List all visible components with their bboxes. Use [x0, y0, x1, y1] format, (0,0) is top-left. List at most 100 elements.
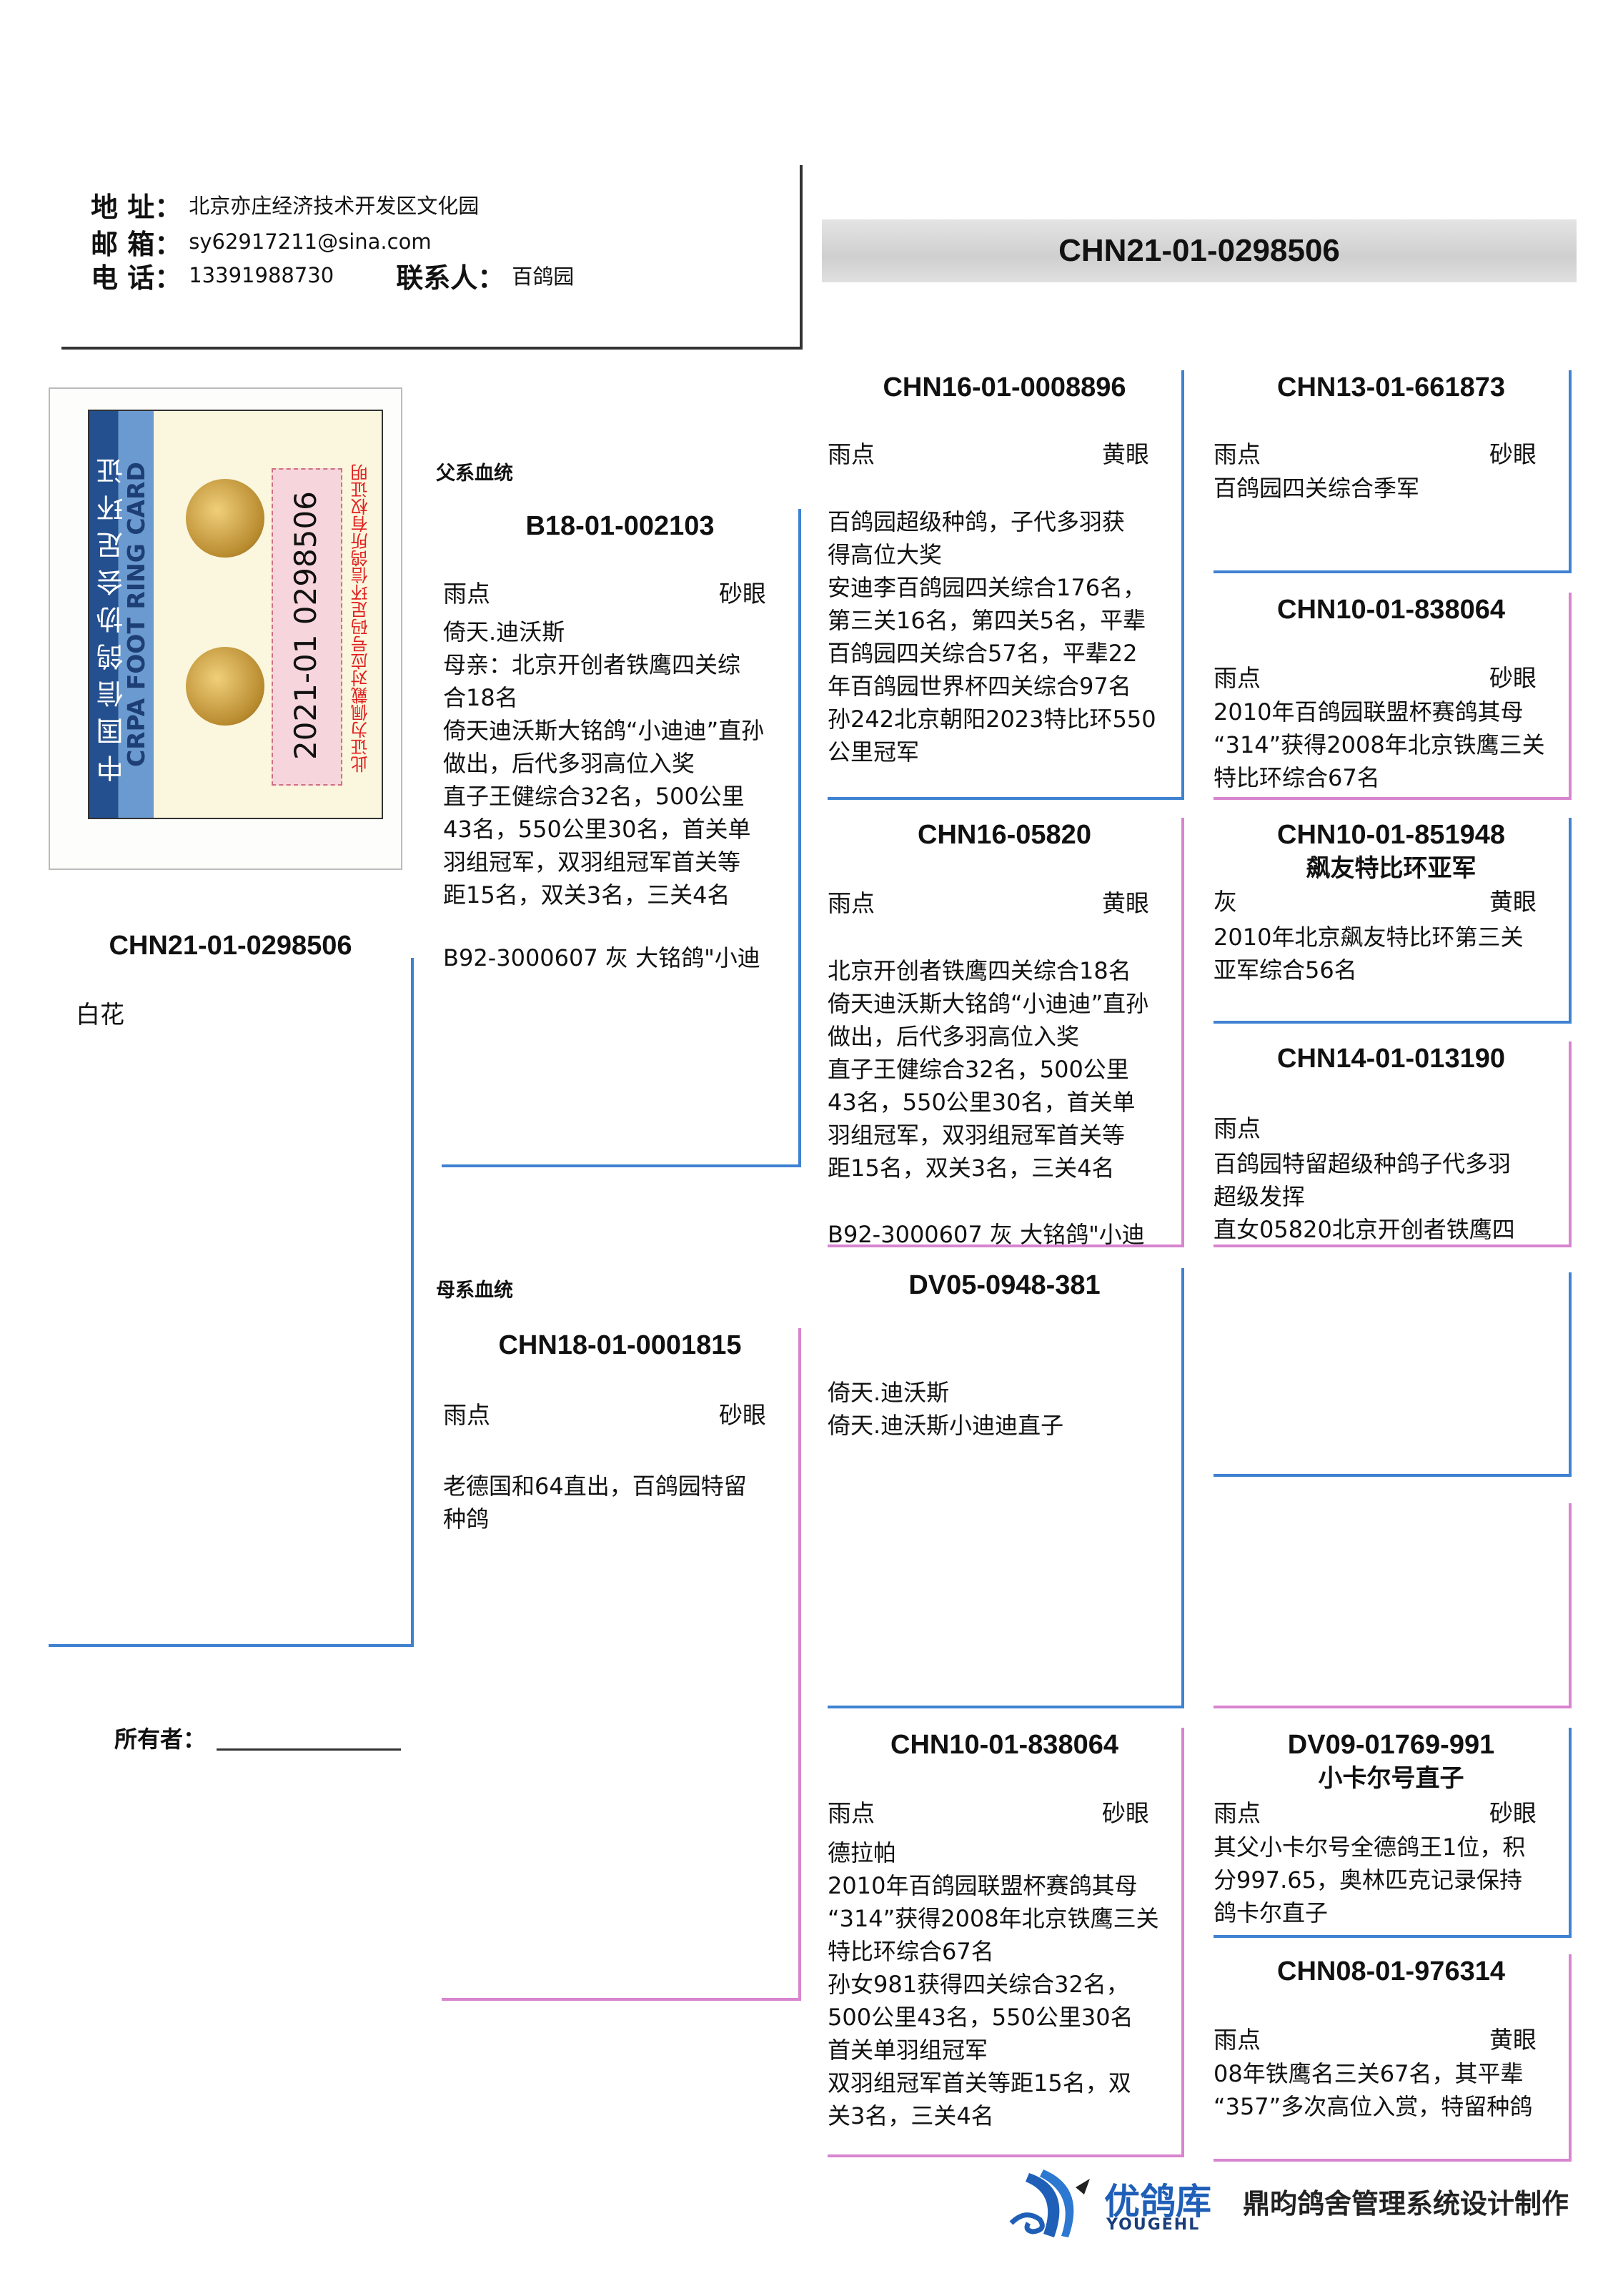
contact-label: 联系人：	[396, 262, 505, 294]
note-line: 500公里43名，550公里30名	[828, 2004, 1133, 2031]
note-line: 百鸽园四关综合季军	[1214, 475, 1420, 502]
note-line: 直子王健综合32名，500公里	[828, 1056, 1129, 1083]
note-line: 做出，后代多羽高位入奖	[443, 750, 695, 777]
footer-credit: 鼎昀鸽舍管理系统设计制作	[1243, 2188, 1569, 2220]
sss-card: CHN13-01-661873 雨点砂眼 百鸽园四关综合季军	[1214, 370, 1572, 573]
sire-sire-card: CHN16-01-0008896 雨点黄眼 百鸽园超级种鸽，子代多羽获得高位大奖…	[828, 370, 1184, 800]
traits: 雨点 砂眼	[1214, 1797, 1537, 1830]
color: 雨点	[1214, 440, 1261, 468]
note-line: 百鸽园超级种鸽，子代多羽获	[828, 508, 1126, 535]
sire-extra: B92-3000607 灰 大铭鸽"小迪	[443, 944, 760, 971]
yougehl-logo-icon	[1009, 2169, 1090, 2237]
eye: 黄眼	[1489, 888, 1537, 916]
note-line: 2010年百鸽园联盟杯赛鸽其母	[1214, 698, 1524, 726]
dsd-card-empty	[1214, 1503, 1572, 1708]
ring-card-notice: 此证为佩戴对应号码足环信鸽所有权证明	[351, 464, 371, 773]
traits: 灰 黄眼	[1214, 886, 1537, 919]
ring-seal-icon	[186, 647, 264, 726]
ring-card: 中国信鸽协会足环证 CRPA FOOT RING CARD 2021-01 02…	[88, 410, 383, 819]
address-label: 地 址：	[91, 191, 182, 223]
address-row: 地 址： 北京亦庄经济技术开发区文化园	[91, 187, 480, 223]
phone-value: 13391988730	[189, 263, 334, 287]
eye: 黄眼	[1489, 2026, 1537, 2054]
eye: 黄眼	[1102, 889, 1149, 917]
ring: CHN14-01-013190	[1277, 1044, 1505, 1074]
note-line: 百鸽园四关综合57名，平辈22	[828, 640, 1138, 667]
ring-card-band	[89, 411, 154, 818]
note-line: 亚军综合56名	[1214, 956, 1357, 984]
subject-box-bottom	[49, 1644, 414, 1647]
traits: 雨点 砂眼	[1214, 662, 1537, 695]
note-line: 百鸽园特留超级种鸽子代多羽	[1214, 1150, 1512, 1177]
eye: 砂眼	[1489, 664, 1537, 692]
note-line: 双羽组冠军首关等距15名，双	[828, 2069, 1131, 2097]
notes: 百鸽园超级种鸽，子代多羽获得高位大奖安迪李百鸽园四关综合176名，第三关16名，…	[828, 505, 1181, 768]
ring: DV05-0948-381	[908, 1270, 1101, 1300]
traits: 雨点	[1214, 1112, 1537, 1145]
note-line: 倚天迪沃斯大铭鸽“小迪迪”直孙	[828, 990, 1149, 1017]
note-line: 安迪李百鸽园四关综合176名，	[828, 574, 1146, 601]
note-line: 超级发挥	[1214, 1183, 1306, 1210]
owner-field[interactable]	[217, 1748, 401, 1751]
subtitle: 小卡尔号直子	[1318, 1764, 1464, 1793]
note-line: 首关单羽组冠军	[828, 2037, 988, 2064]
note-line: “314”获得2008年北京铁鹰三关	[828, 1905, 1159, 1932]
note-line: 羽组冠军，双羽组冠军首关等	[828, 1122, 1126, 1149]
header-divider-vertical	[800, 165, 803, 350]
note-line: 分997.65，奥林匹克记录保持	[1214, 1866, 1522, 1894]
color: 雨点	[443, 1401, 490, 1429]
note-line: 鸽卡尔直子	[1214, 1899, 1329, 1926]
notes: 08年铁鹰名三关67名，其平辈“357”多次高位入赏，特留种鸽	[1214, 2057, 1569, 2123]
note-line: 43名，550公里30名，首关单	[828, 1089, 1136, 1116]
note-line: 德拉帕	[828, 1839, 897, 1866]
color: 雨点	[828, 889, 875, 917]
phone-row: 电 话： 13391988730 联系人： 百鸽园	[91, 258, 575, 294]
notes: 百鸽园四关综合季军	[1214, 472, 1569, 505]
note-line: 北京开创者铁鹰四关综合18名	[828, 957, 1131, 984]
dss-card-empty	[1214, 1272, 1572, 1477]
ring-number: 2021-01 0298506	[288, 491, 323, 760]
sdd-card: CHN14-01-013190 雨点 百鸽园特留超级种鸽子代多羽超级发挥直女05…	[1214, 1041, 1572, 1247]
phone-label: 电 话：	[91, 262, 182, 294]
ssd-card: CHN10-01-838064 雨点砂眼 2010年百鸽园联盟杯赛鸽其母“314…	[1214, 593, 1572, 800]
note-line: 合18名	[443, 684, 518, 711]
traits: 雨点黄眼	[828, 438, 1149, 471]
extra: B92-3000607 灰 大铭鸽"小迪	[828, 1221, 1145, 1248]
color: 雨点	[443, 580, 490, 608]
note-line: “357”多次高位入赏，特留种鸽	[1214, 2093, 1533, 2120]
color: 雨点	[1214, 664, 1261, 692]
sire-line-label: 父系血统	[436, 462, 513, 485]
notes: 2010年百鸽园联盟杯赛鸽其母“314”获得2008年北京铁鹰三关特比环综合67…	[1214, 696, 1569, 794]
email-label: 邮 箱：	[91, 228, 182, 260]
eye: 砂眼	[719, 580, 766, 608]
eye: 砂眼	[719, 1401, 766, 1429]
note-line: 倚天.迪沃斯	[443, 618, 565, 645]
note-line: 母亲：北京开创者铁鹰四关综	[443, 651, 741, 678]
color: 灰	[1214, 888, 1237, 916]
notes: 北京开创者铁鹰四关综合18名倚天迪沃斯大铭鸽“小迪迪”直孙做出，后代多羽高位入奖…	[828, 954, 1181, 1184]
ring: CHN16-01-0008896	[883, 372, 1126, 402]
note-line: 距15名，双关3名，三关4名	[828, 1154, 1115, 1182]
note-line: 年百鸽园世界杯四关综合97名	[828, 673, 1131, 700]
sire-card: B18-01-002103 雨点砂眼 倚天.迪沃斯母亲：北京开创者铁鹰四关综合1…	[442, 509, 801, 1167]
dam-sire-card: DV05-0948-381 倚天.迪沃斯倚天.迪沃斯小迪迪直子	[828, 1268, 1184, 1708]
contact-value: 百鸽园	[512, 264, 575, 289]
note-line: 孙女981获得四关综合32名，	[828, 1971, 1129, 1998]
ring: CHN13-01-661873	[1277, 372, 1505, 402]
eye: 砂眼	[1489, 1799, 1537, 1827]
note-line: 倚天.迪沃斯小迪迪直子	[828, 1412, 1064, 1439]
address-value: 北京亦庄经济技术开发区文化园	[189, 194, 480, 218]
color: 雨点	[828, 440, 875, 468]
dam-notes: 老德国和64直出，百鸽园特留种鸽	[443, 1470, 798, 1535]
traits: 雨点砂眼	[1214, 438, 1537, 471]
note-line: 其父小卡尔号全德鸽王1位，积	[1214, 1834, 1526, 1861]
ring: CHN16-05820	[918, 820, 1091, 850]
notes: 百鸽园特留超级种鸽子代多羽超级发挥直女05820北京开创者铁鹰四	[1214, 1147, 1569, 1246]
ring-card-title-en: CRPA FOOT RING CARD	[122, 462, 150, 768]
color: 雨点	[1214, 1799, 1261, 1827]
note-line: 43名，550公里30名，首关单	[443, 816, 751, 843]
ring-logo-icon	[186, 479, 264, 558]
ring-number-box	[272, 468, 342, 786]
dam-traits: 雨点 砂眼	[443, 1399, 766, 1432]
subject-color: 白花	[76, 1001, 124, 1029]
